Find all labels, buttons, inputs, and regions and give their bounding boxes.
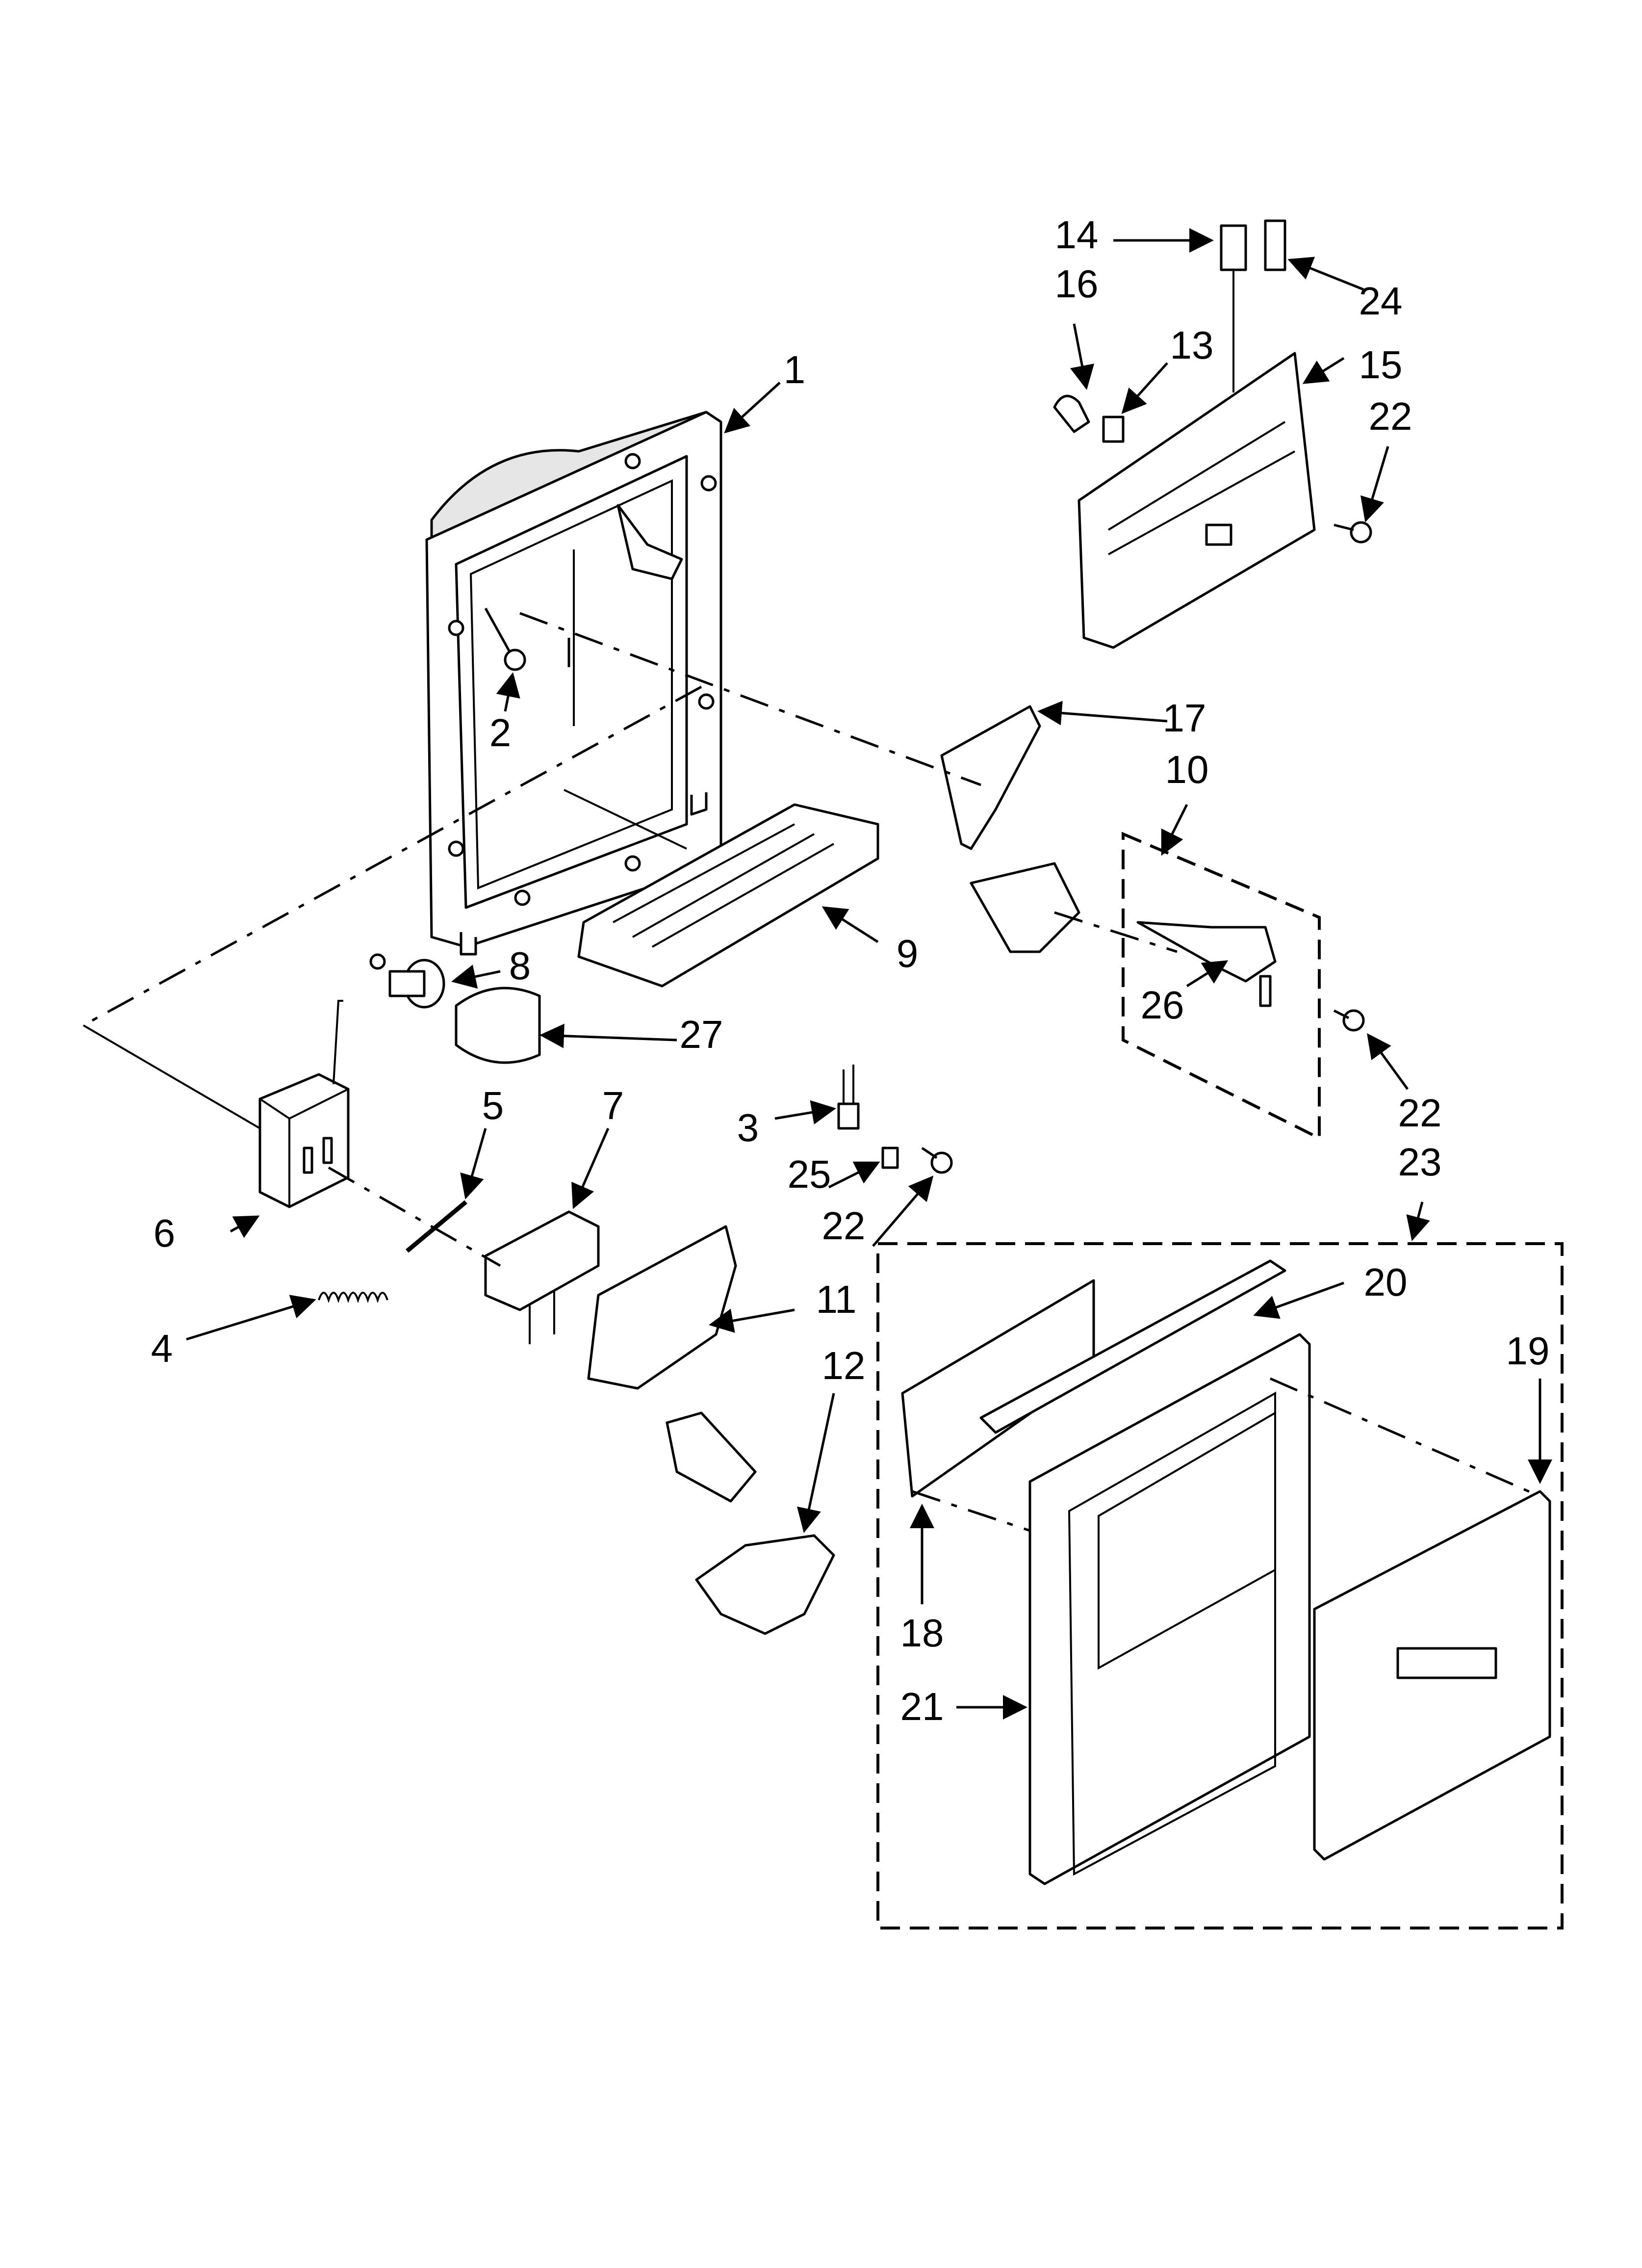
part-2-screw [484,607,526,671]
part-24-plate [1264,219,1286,271]
callout-3: 3 [737,1106,759,1149]
callout-11: 11 [816,1277,856,1321]
callout-1: 1 [784,348,806,391]
callout-23: 23 [1398,1140,1442,1184]
part-7-bracket [484,1210,600,1344]
leader-arrows [186,228,1552,1720]
callout-16: 16 [1055,262,1099,306]
callout-22-center: 22 [822,1204,866,1248]
callout-22-top-right: 22 [1369,394,1412,438]
callout-8: 8 [509,944,531,988]
callout-9: 9 [897,932,919,975]
callout-15: 15 [1359,343,1403,387]
part-16-bulb [1053,394,1090,433]
part-17-paddle [940,705,1080,953]
callout-20: 20 [1364,1260,1408,1304]
callout-4: 4 [151,1327,173,1370]
part-4-spring [318,1292,388,1303]
callout-21: 21 [900,1685,944,1728]
part-22-screw-b [1333,1009,1365,1032]
part-3-switch [837,1065,860,1130]
callout-14: 14 [1055,213,1099,257]
callout-6: 6 [154,1211,176,1255]
callout-27: 27 [680,1013,723,1056]
part-9-drip-tray [577,803,879,988]
part-22-screw-a [921,1147,953,1174]
callout-18: 18 [900,1611,944,1655]
callout-17: 17 [1163,696,1206,740]
part-23-group [876,1242,1564,1929]
part-1-housing-frame [425,411,722,956]
part-14-switch [1220,224,1247,392]
reference-lines [82,612,1540,1532]
callout-13: 13 [1170,323,1214,367]
callout-12: 12 [822,1344,866,1387]
callout-26: 26 [1141,983,1184,1027]
callout-10: 10 [1165,748,1209,791]
part-25-clip [881,1147,899,1169]
part-6-module [258,1000,350,1208]
part-11-actuator [587,1225,757,1503]
callout-5: 5 [482,1084,504,1127]
part-13-socket [1102,416,1125,443]
callout-7: 7 [602,1084,624,1127]
part-27-cover [455,987,541,1064]
callout-19: 19 [1506,1329,1550,1373]
part-10-group [1122,832,1321,1141]
part-12-chute [695,1534,835,1635]
callout-22-right: 22 [1398,1091,1442,1135]
callout-24: 24 [1359,279,1403,323]
part-15-bracket [1078,352,1316,649]
callout-labels: 1 2 3 4 5 6 7 8 9 10 11 12 13 14 15 16 1… [151,213,1550,1728]
part-8-solenoid [369,953,445,1009]
part-5-pin [406,1200,467,1253]
callout-25: 25 [788,1152,831,1196]
callout-2: 2 [489,711,512,755]
part-22-screw-c [1334,521,1372,544]
